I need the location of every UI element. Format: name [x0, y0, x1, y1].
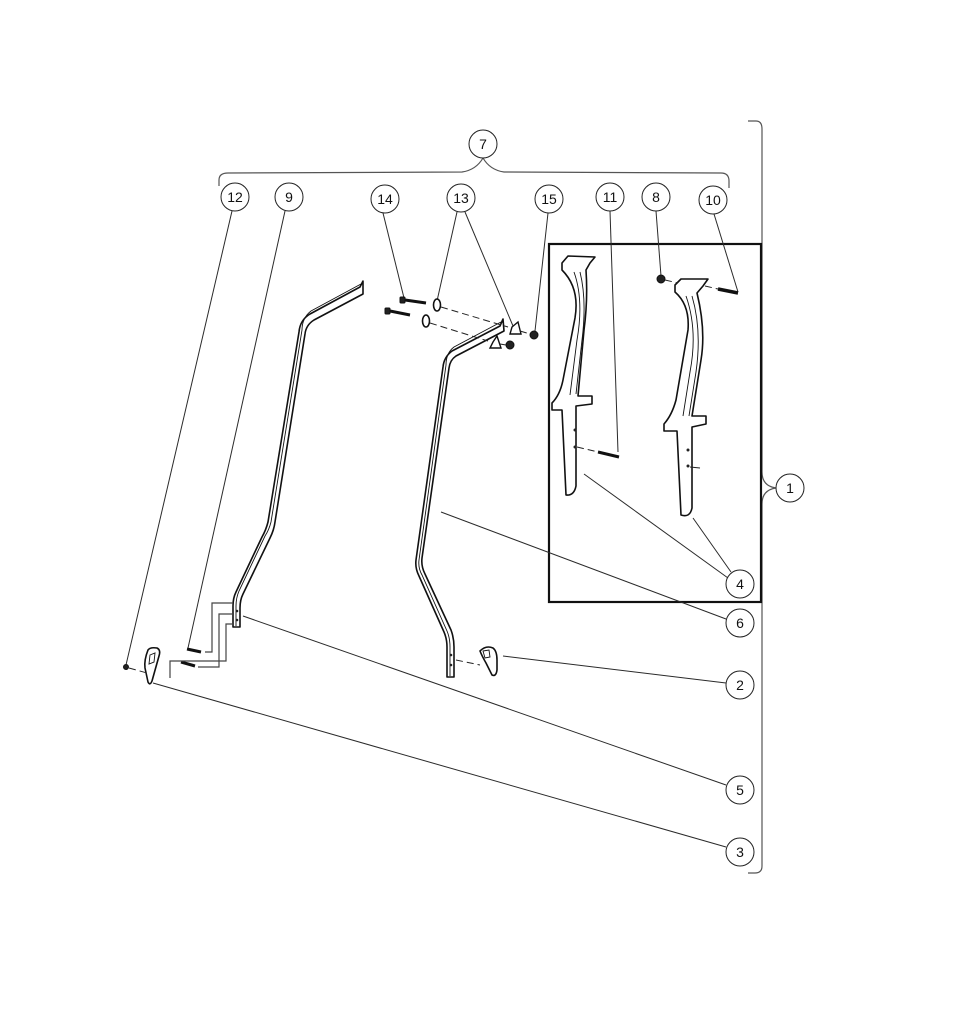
right-rail-tube	[415, 318, 505, 678]
svg-text:10: 10	[705, 192, 721, 208]
callout-11: 11	[595, 182, 625, 212]
svg-text:4: 4	[736, 576, 744, 592]
callout-10: 10	[698, 185, 728, 215]
svg-text:12: 12	[227, 189, 243, 205]
left-cap-dash-lines	[128, 602, 233, 678]
svg-text:7: 7	[479, 136, 487, 152]
callout-7: 7	[468, 129, 498, 159]
hardware-bolts-14	[384, 296, 427, 317]
strut-left	[551, 255, 620, 496]
callout-12: 12	[220, 182, 250, 212]
svg-text:6: 6	[736, 615, 744, 631]
leader-lines	[125, 210, 739, 848]
callout-1: 1	[775, 473, 805, 503]
right-end-cap	[455, 646, 498, 677]
svg-text:3: 3	[736, 844, 744, 860]
strut-right	[656, 274, 739, 517]
left-end-cap	[144, 646, 161, 685]
hardware-washers-13	[421, 298, 522, 349]
hardware-nut-8	[656, 274, 666, 284]
callout-6: 6	[725, 608, 755, 638]
svg-text:9: 9	[285, 189, 293, 205]
svg-text:2: 2	[736, 677, 744, 693]
callout-14: 14	[370, 184, 400, 214]
hardware-nut-12	[123, 664, 129, 670]
left-rail-tube	[232, 280, 364, 628]
svg-text:5: 5	[736, 782, 744, 798]
callout-9: 9	[274, 182, 304, 212]
hardware-screws-9	[180, 647, 202, 668]
callout-3: 3	[725, 837, 755, 867]
svg-text:13: 13	[453, 190, 469, 206]
svg-text:14: 14	[377, 191, 393, 207]
callout-2: 2	[725, 670, 755, 700]
svg-text:1: 1	[786, 480, 794, 496]
svg-text:15: 15	[541, 191, 557, 207]
callout-15: 15	[534, 184, 564, 214]
callout-4: 4	[725, 569, 755, 599]
svg-text:11: 11	[603, 189, 618, 205]
hardware-dash-lines	[429, 306, 531, 346]
inset-box-struts	[547, 242, 763, 604]
hardware-nuts-15	[505, 330, 539, 350]
callout-8: 8	[641, 182, 671, 212]
svg-text:8: 8	[652, 189, 660, 205]
callout-5: 5	[725, 775, 755, 805]
callout-13: 13	[446, 183, 476, 213]
